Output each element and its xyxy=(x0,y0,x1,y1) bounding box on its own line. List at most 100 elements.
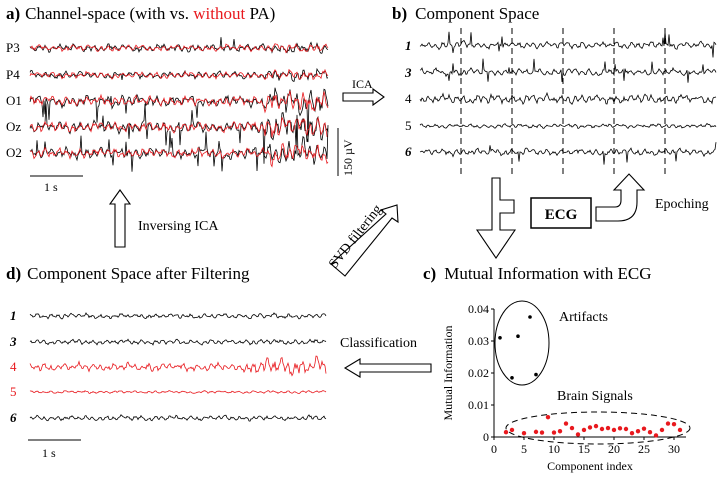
filtered-traces xyxy=(29,312,327,422)
x-tick-label: 10 xyxy=(548,442,560,456)
brain-signal-point xyxy=(635,429,641,434)
x-axis-label: Component index xyxy=(547,459,633,473)
panel-a-title-red: without xyxy=(193,4,245,23)
artifacts-annotation: Artifacts xyxy=(559,310,608,325)
inverse-ica-arrow xyxy=(108,189,132,248)
brain-signal-point xyxy=(569,425,575,431)
x-tick-label: 0 xyxy=(491,442,497,456)
channel-label-oz: Oz xyxy=(6,119,21,134)
brain-signal-point xyxy=(575,432,581,437)
channel-trace-with-pa xyxy=(29,114,329,172)
brain-signal-point xyxy=(671,422,677,427)
svd-arrow xyxy=(330,204,399,277)
component-label-4: 4 xyxy=(405,91,412,106)
x-tick-label: 30 xyxy=(668,442,680,456)
filtered-time-scale-label: 1 s xyxy=(42,446,56,460)
brain-signal-point xyxy=(563,421,569,426)
inverse-ica-label: Inversing ICA xyxy=(138,219,219,234)
component-trace xyxy=(419,31,717,58)
filtered-label-5: 5 xyxy=(10,384,17,399)
brain-signal-point xyxy=(617,426,623,431)
filtered-label-4: 4 xyxy=(10,359,17,374)
filtered-label-6: 6 xyxy=(10,410,17,425)
panel-a-title-pre: Channel-space (with vs. xyxy=(25,4,193,23)
brain-signals-annotation: Brain Signals xyxy=(557,389,633,404)
inverse-ica-step: Inversing ICA xyxy=(108,189,219,248)
ecg-label: ECG xyxy=(545,207,578,223)
brain-signal-point xyxy=(659,427,665,433)
artifact-point xyxy=(528,315,532,319)
time-scale-label: 1 s xyxy=(44,180,58,194)
component-traces xyxy=(419,31,717,165)
filtered-trace xyxy=(29,312,327,320)
panel-b-title-text: Component Space xyxy=(415,4,539,23)
x-tick-label: 20 xyxy=(608,442,620,456)
brain-signal-point xyxy=(677,427,683,433)
panel-c-letter: c) xyxy=(423,264,436,283)
brain-signal-point xyxy=(605,425,611,431)
artifact-point xyxy=(516,334,520,339)
panel-b-title: b)Component Space xyxy=(392,4,539,23)
channel-trace-with-pa xyxy=(29,67,329,82)
brain-signals-ellipse xyxy=(505,411,691,445)
panel-a-letter: a) xyxy=(6,4,20,23)
brain-signal-point xyxy=(521,430,527,436)
panel-a: a) Channel-space (with vs. without PA) P3… xyxy=(6,4,355,194)
ecg-step: ECG Epoching xyxy=(475,173,709,259)
y-tick-label: 0.01 xyxy=(468,398,489,412)
y-tick-label: 0.02 xyxy=(468,366,489,380)
channel-label-o1: O1 xyxy=(6,93,22,108)
brain-signal-point xyxy=(557,429,563,434)
x-tick-label: 5 xyxy=(521,442,527,456)
panel-d-title: d)Component Space after Filtering xyxy=(6,264,250,283)
epoching-arrow xyxy=(595,173,646,222)
filtered-label-3: 3 xyxy=(9,334,17,349)
component-label-3: 3 xyxy=(404,65,412,80)
channel-trace-with-pa xyxy=(29,103,329,164)
down-split-arrow xyxy=(475,177,517,259)
brain-signal-point xyxy=(611,427,617,433)
brain-signal-point xyxy=(587,425,593,430)
svd-step: SVD filtering xyxy=(326,202,399,277)
channel-label-p3: P3 xyxy=(6,40,20,55)
brain-signal-point xyxy=(581,427,587,433)
brain-signal-point xyxy=(539,430,545,435)
panel-c: c) Mutual Information with ECG 0 5 10 15 20 25… xyxy=(423,264,691,473)
panel-b: b)Component Space 1 3 4 5 6 xyxy=(392,4,717,176)
brain-signal-point xyxy=(509,427,515,433)
channel-trace-without-pa xyxy=(29,142,329,168)
component-trace xyxy=(419,58,717,83)
brain-signal-point xyxy=(545,414,551,420)
brain-signal-point xyxy=(551,430,557,435)
panel-c-title-text: Mutual Information with ECG xyxy=(444,264,651,283)
brain-signal-point xyxy=(653,433,659,438)
epoch-markers xyxy=(460,28,666,176)
filtered-trace xyxy=(29,414,327,422)
channel-trace-without-pa xyxy=(29,68,329,81)
artifact-point xyxy=(498,336,502,340)
x-tick-label: 15 xyxy=(578,442,590,456)
artifact-point xyxy=(510,376,514,380)
ica-step: ICA xyxy=(342,77,385,107)
component-label-1: 1 xyxy=(405,38,412,53)
channel-trace-without-pa xyxy=(29,90,329,114)
ecg-box xyxy=(530,197,592,229)
channel-label-p4: P4 xyxy=(6,67,20,82)
brain-signal-point xyxy=(533,429,539,435)
classification-step: Classification xyxy=(340,336,432,378)
panel-a-title-post: PA) xyxy=(245,4,275,23)
brain-signal-point xyxy=(629,430,635,436)
channel-traces xyxy=(29,37,329,172)
component-trace xyxy=(419,91,717,106)
panel-d-title-text: Component Space after Filtering xyxy=(27,264,250,283)
panel-a-title: a) Channel-space (with vs. without PA) xyxy=(6,4,275,23)
filtered-label-1: 1 xyxy=(10,308,17,323)
component-trace xyxy=(419,142,717,165)
epoching-label: Epoching xyxy=(655,197,709,212)
component-label-6: 6 xyxy=(405,144,412,159)
x-tick-label: 25 xyxy=(638,442,650,456)
y-tick-label: 0.03 xyxy=(468,334,489,348)
filtered-trace xyxy=(29,355,327,377)
